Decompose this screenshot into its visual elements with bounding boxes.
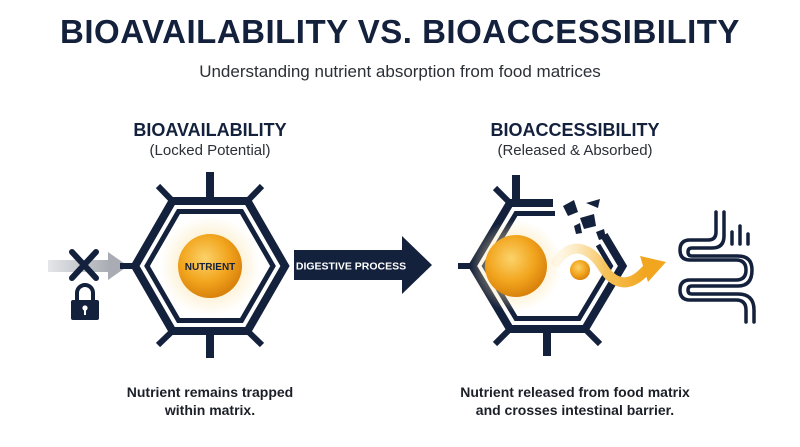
bioavailability-caption-line2: within matrix. (164, 402, 256, 418)
bioavailability-caption: Nutrient remains trapped within matrix. (110, 383, 310, 419)
bioaccessibility-subheading: (Released & Absorbed) (497, 142, 653, 159)
bioaccessibility-caption-line2: and crosses intestinal barrier. (475, 402, 675, 418)
digestive-process-arrow: DIGESTIVE PROCESS (294, 236, 432, 294)
bioaccessibility-heading: BIOACCESSIBILITY (490, 120, 660, 140)
intestine-icon (678, 210, 756, 324)
bioavailability-heading: BIOAVAILABILITY (133, 120, 287, 140)
left-food-matrix-hexagon (120, 172, 290, 358)
trapped-nutrient: NUTRIENT (160, 216, 260, 316)
bioavailability-subheading: (Locked Potential) (149, 142, 271, 159)
bioaccessibility-caption: Nutrient released from food matrix and c… (395, 383, 755, 419)
bioaccessibility-caption-line1: Nutrient released from food matrix (460, 384, 690, 400)
bioavailability-caption-line1: Nutrient remains trapped (126, 384, 294, 400)
page-title: BIOAVAILABILITY VS. BIOACCESSIBILITY (60, 13, 740, 50)
nutrient-flow-arrow (551, 243, 666, 288)
x-mark-icon (69, 249, 99, 281)
page-subtitle: Understanding nutrient absorption from f… (199, 62, 601, 81)
nutrient-label: NUTRIENT (185, 262, 236, 273)
right-food-matrix-hexagon (458, 175, 628, 356)
digestive-process-label: DIGESTIVE PROCESS (296, 261, 406, 273)
released-nutrient (470, 220, 590, 312)
padlock-icon (71, 283, 99, 320)
